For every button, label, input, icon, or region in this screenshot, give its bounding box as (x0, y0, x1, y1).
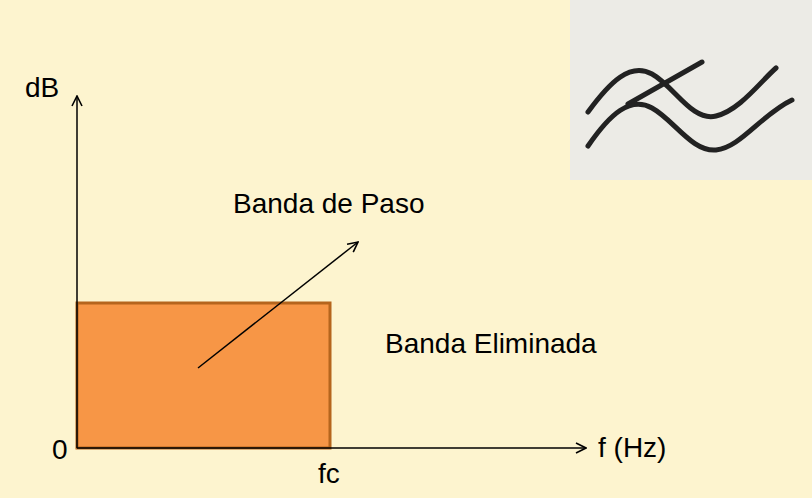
x-axis (77, 447, 586, 449)
cutoff-label: fc (318, 458, 340, 490)
passband-area (77, 303, 330, 448)
axis-origin: 0 (52, 434, 68, 466)
band-label: Banda de Paso (233, 188, 425, 220)
symbol-wave-bottom (588, 100, 792, 150)
symbol-panel (570, 0, 812, 180)
axis-unit: dB (25, 72, 59, 104)
leader-arrow (198, 242, 358, 368)
band-label: Banda Eliminada (385, 328, 597, 360)
lowpass-symbol (570, 0, 812, 180)
axis-unit: f (Hz) (598, 432, 666, 464)
symbol-strike (628, 62, 702, 104)
y-axis (76, 96, 78, 448)
